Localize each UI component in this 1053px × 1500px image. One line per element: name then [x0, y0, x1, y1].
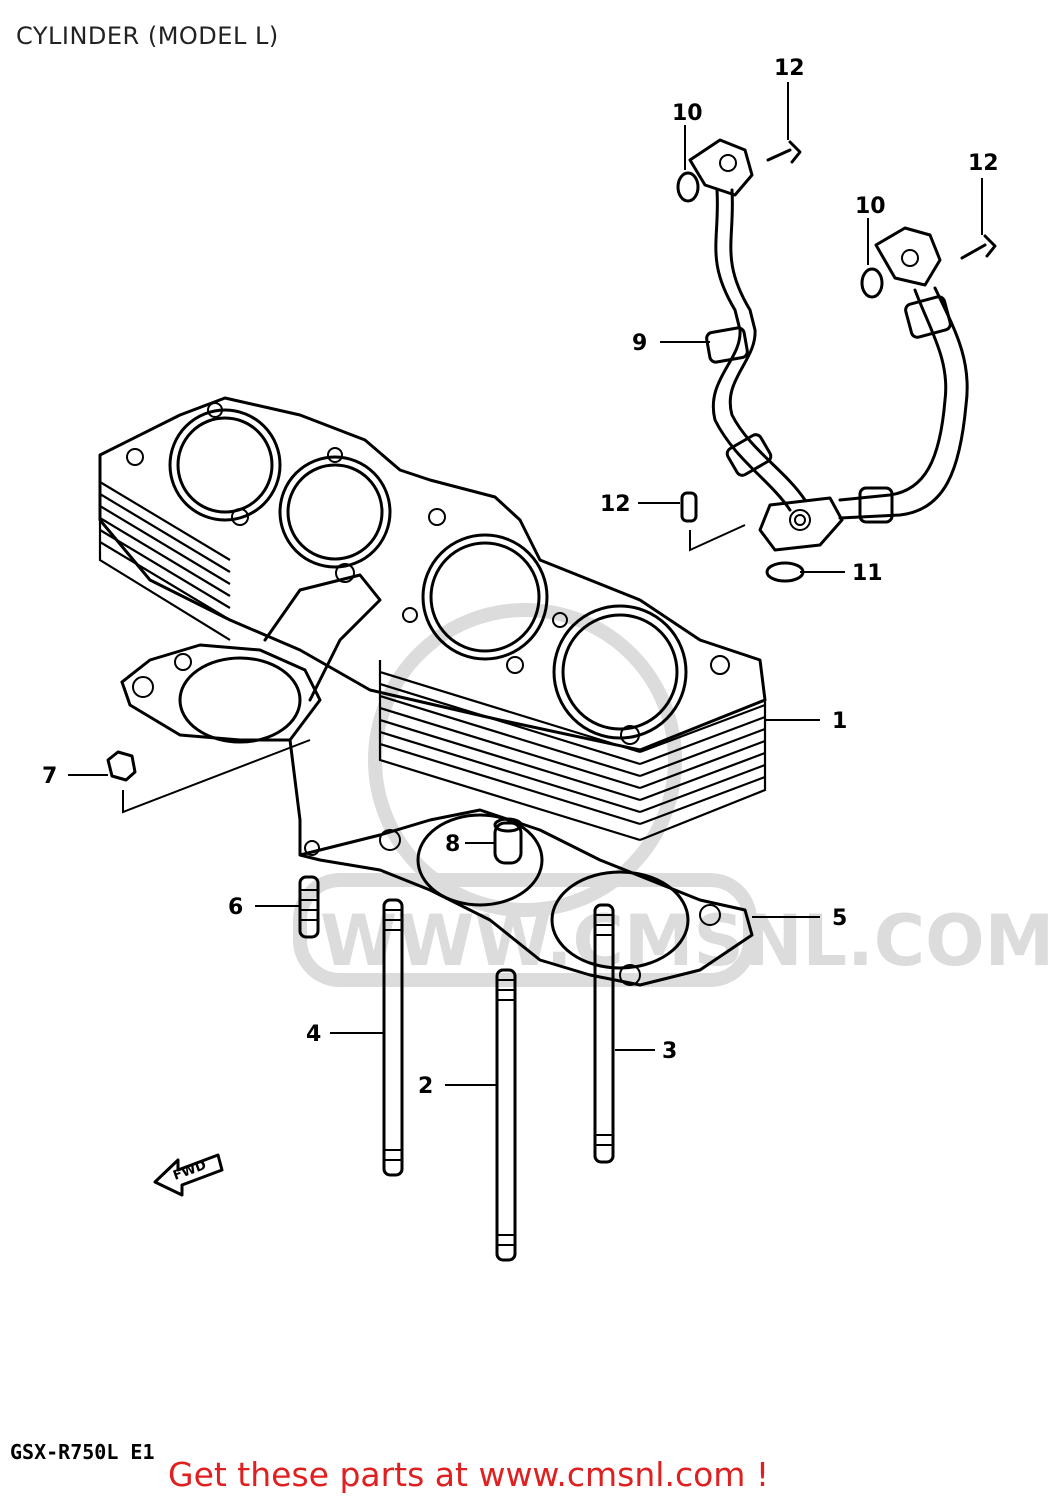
dowel-pin [493, 817, 523, 865]
callout-11: 11 [852, 561, 883, 586]
leader-lines [68, 82, 983, 1086]
oil-hose-right [838, 226, 969, 524]
callout-7: 7 [42, 764, 57, 789]
o-ring-10a [676, 171, 700, 203]
callout-12b: 12 [968, 151, 999, 176]
promo-link[interactable]: Get these parts at www.cmsnl.com ! [168, 1455, 770, 1494]
callouts: 1 2 3 4 5 6 7 8 9 10 10 11 12 12 12 [42, 56, 999, 1099]
fwd-arrow: FWD [153, 1153, 224, 1197]
callout-9: 9 [632, 331, 647, 356]
cylinder-block [98, 396, 767, 842]
callout-10b: 10 [855, 194, 886, 219]
callout-5: 5 [832, 906, 847, 931]
o-ring-11 [765, 561, 805, 583]
callout-10a: 10 [672, 101, 703, 126]
callout-12c: 12 [600, 492, 631, 517]
stud-3 [593, 903, 615, 1164]
callout-6: 6 [228, 895, 243, 920]
screws [680, 140, 997, 552]
cooling-fins [98, 470, 767, 842]
base-gasket [120, 643, 754, 987]
hose-union [758, 496, 844, 552]
callout-8: 8 [445, 832, 460, 857]
nut [106, 739, 311, 814]
stud-2 [495, 968, 517, 1262]
callout-1: 1 [832, 709, 847, 734]
oil-hose-left [688, 138, 807, 512]
model-code: GSX-R750L E1 [10, 1440, 155, 1464]
stud-bolts [298, 875, 615, 1262]
stud-4 [382, 898, 404, 1177]
diagram-title: CYLINDER (MODEL L) [16, 22, 279, 50]
callout-12a: 12 [774, 56, 805, 81]
o-ring-10b [860, 267, 884, 299]
callout-4: 4 [306, 1022, 321, 1047]
callout-3: 3 [662, 1039, 677, 1064]
callout-2: 2 [418, 1074, 433, 1099]
